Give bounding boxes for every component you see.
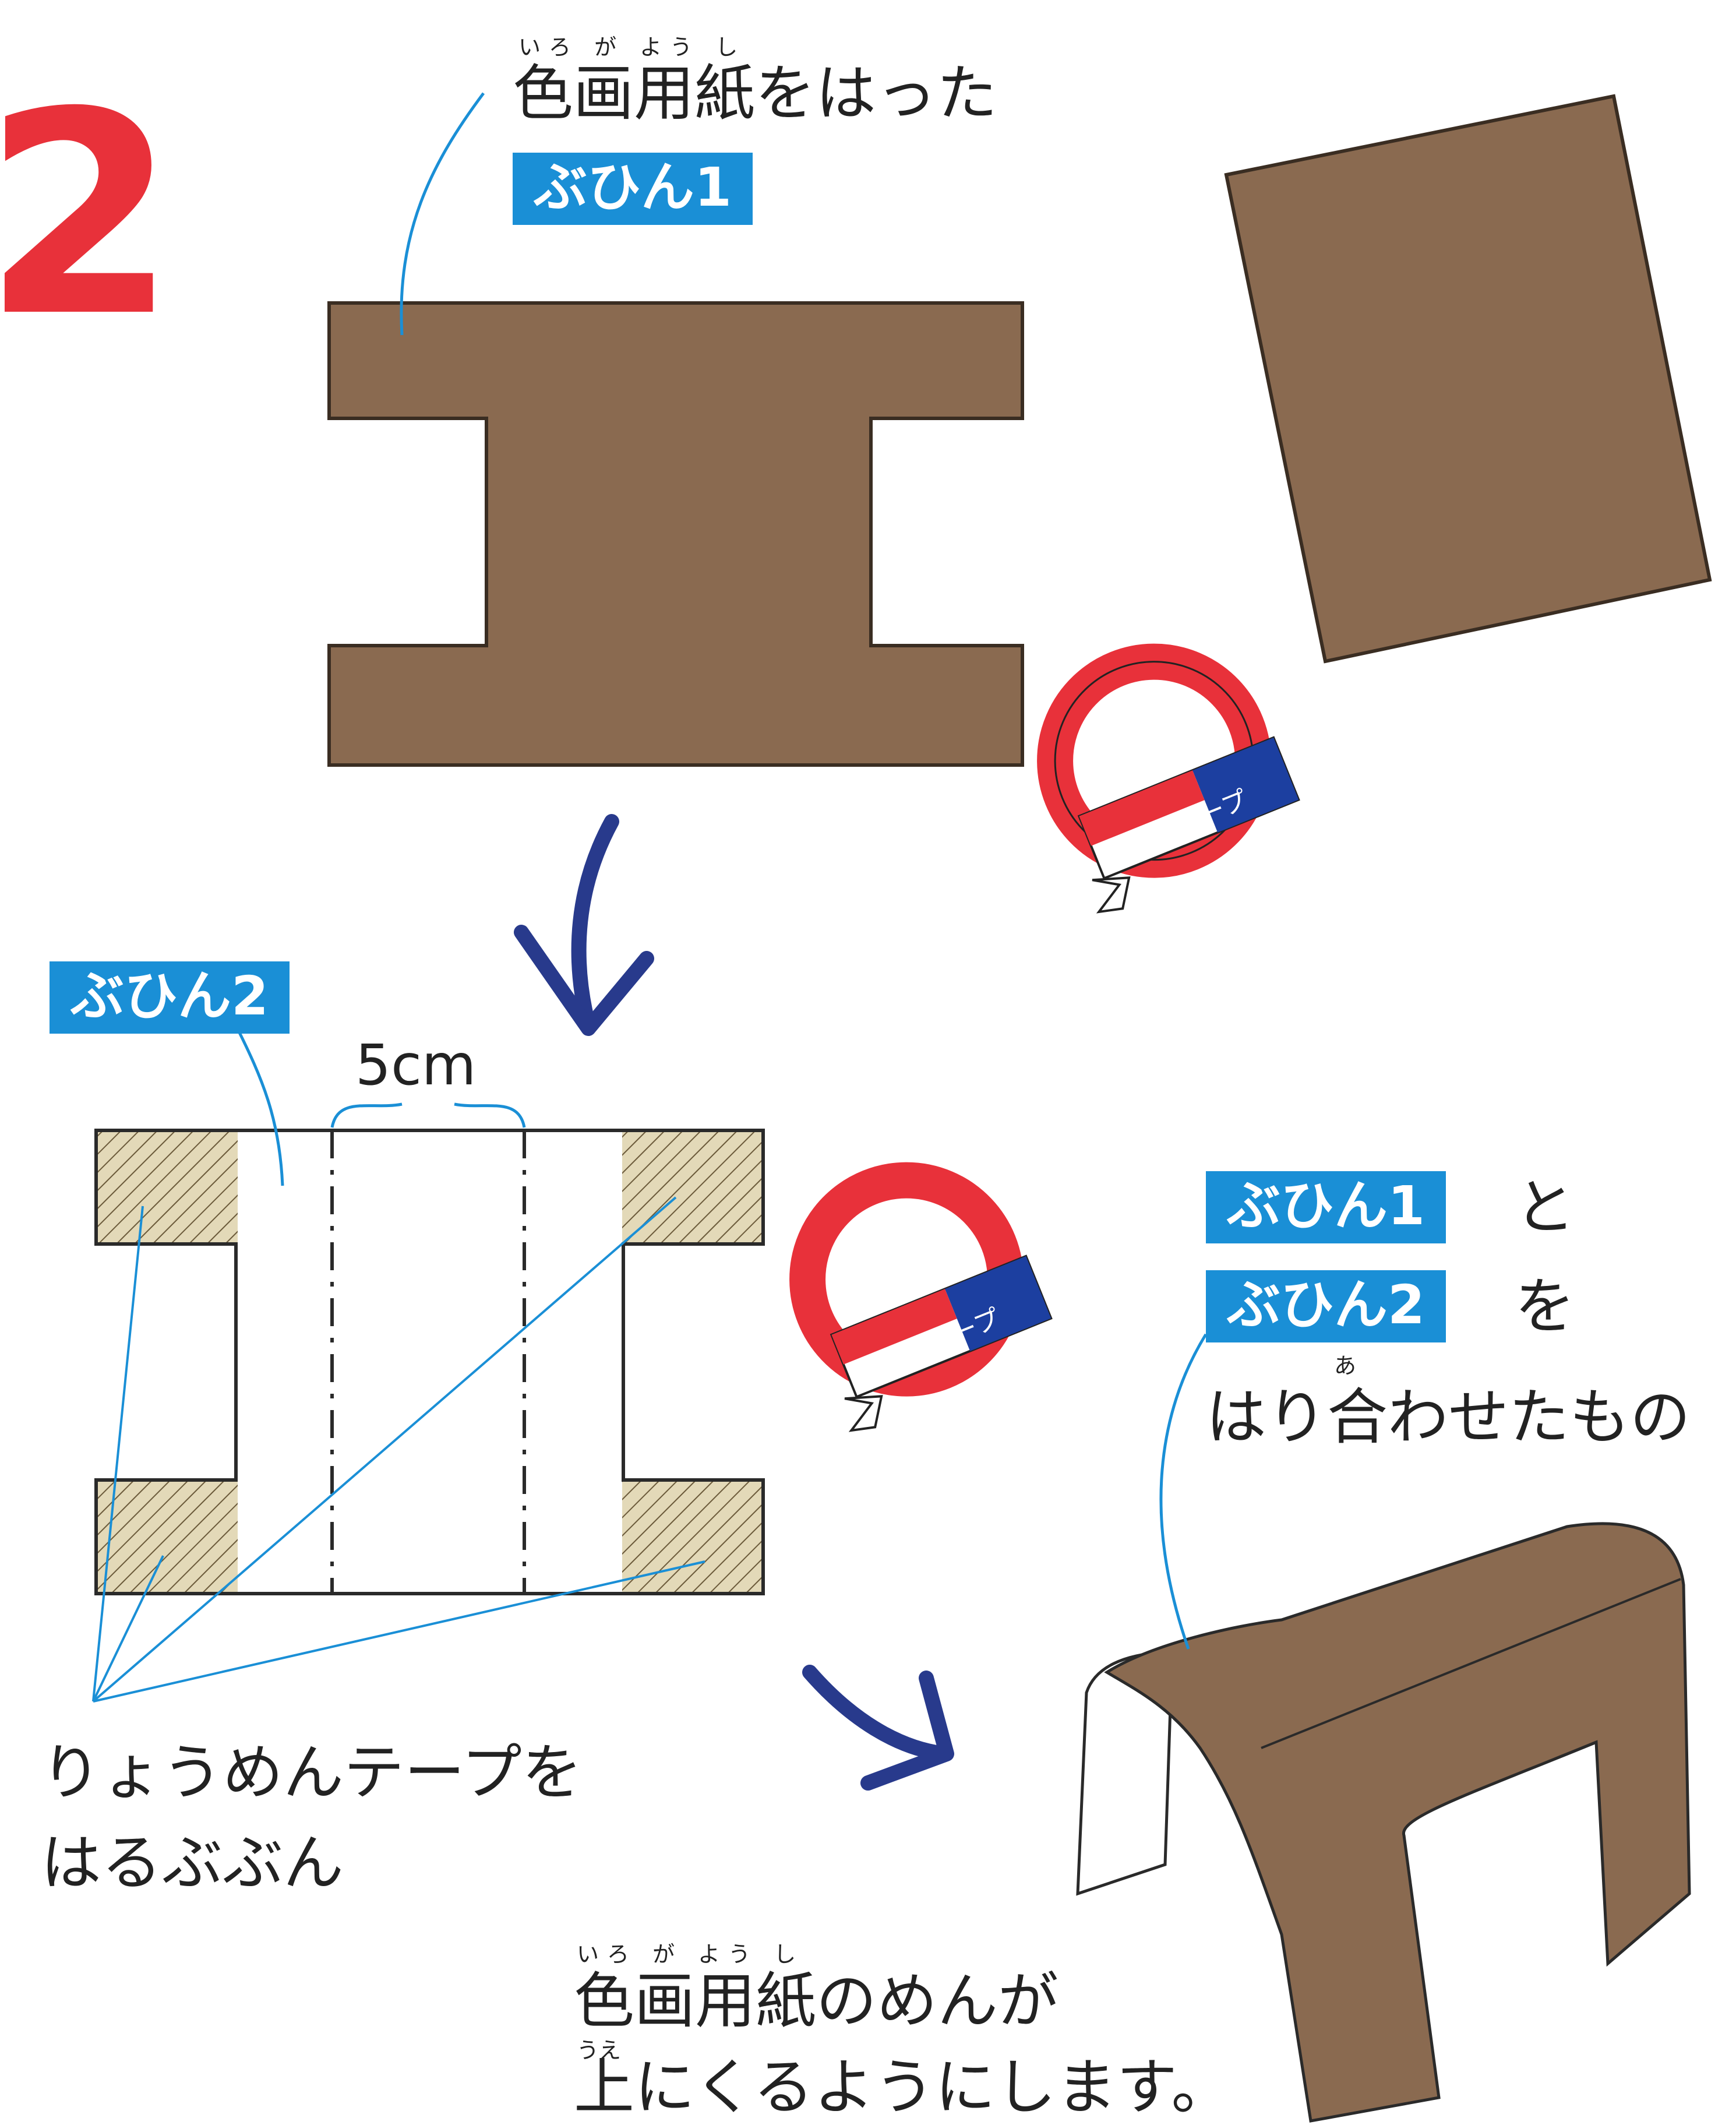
callout-line-arch [1159, 1333, 1208, 1650]
tape-roll-2 [789, 1162, 1053, 1432]
tag-part2: ぶひん2 [50, 961, 290, 1034]
assembled-arch [1076, 1522, 1691, 2123]
dimension-label: 5cm [355, 1032, 477, 1098]
label-combined-connector2: を [1515, 1271, 1576, 1342]
arrow-down-icon [514, 814, 654, 1036]
dimension-brace [330, 1102, 526, 1128]
label-combined-line3: はり合わせたもの [1206, 1382, 1691, 1453]
arrow-right-icon [802, 1665, 954, 1791]
part1-cardboard-shape [327, 301, 1024, 767]
label-bottom-line2: 上にくるようにします。 [574, 2052, 1232, 2123]
tag-combined-part2: ぶひん2 [1206, 1270, 1446, 1342]
label-tape-area-line1: りょうめんテープを [41, 1737, 583, 1808]
part2-shape [94, 1129, 765, 1595]
label-combined-connector1: と [1515, 1172, 1576, 1243]
label-bottom-line1: 色画用紙のめんが [574, 1965, 1059, 2036]
callout-line-part1 [400, 92, 485, 336]
label-top-text: 色画用紙をはった [513, 58, 998, 129]
step-number: 2 [0, 52, 177, 378]
label-bottom-ruby1: いろ が よう し [577, 1941, 805, 1967]
tag-combined-part1: ぶひん1 [1206, 1171, 1446, 1243]
label-tape-area-line2: はるぶぶん [41, 1827, 344, 1898]
tape-roll-1 [1037, 643, 1300, 914]
callout-lines-tape-area [92, 1196, 705, 1703]
callout-line-part2 [234, 1024, 284, 1186]
label-top-ruby: いろ が よう し [518, 34, 746, 60]
tag-part1: ぶひん1 [513, 153, 753, 225]
label-combined-ruby: あ [1334, 1353, 1357, 1379]
label-bottom-ruby2: うえ [577, 2038, 622, 2063]
cardboard-sheet [1224, 94, 1712, 664]
